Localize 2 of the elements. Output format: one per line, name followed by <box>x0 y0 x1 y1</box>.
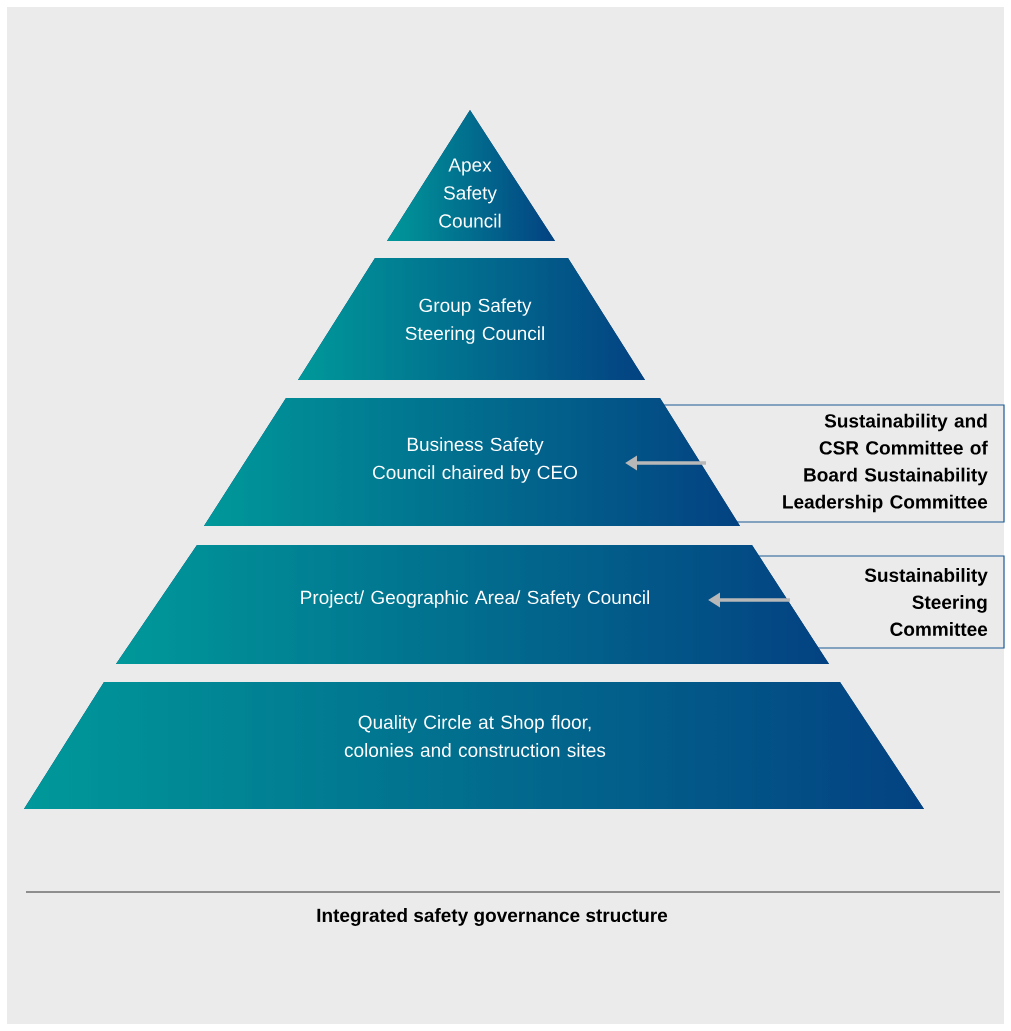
caption: Integrated safety governance structure <box>317 908 668 926</box>
pyramid-tier: Quality Circle at Shop floor, colonies and construction sites <box>24 682 924 809</box>
